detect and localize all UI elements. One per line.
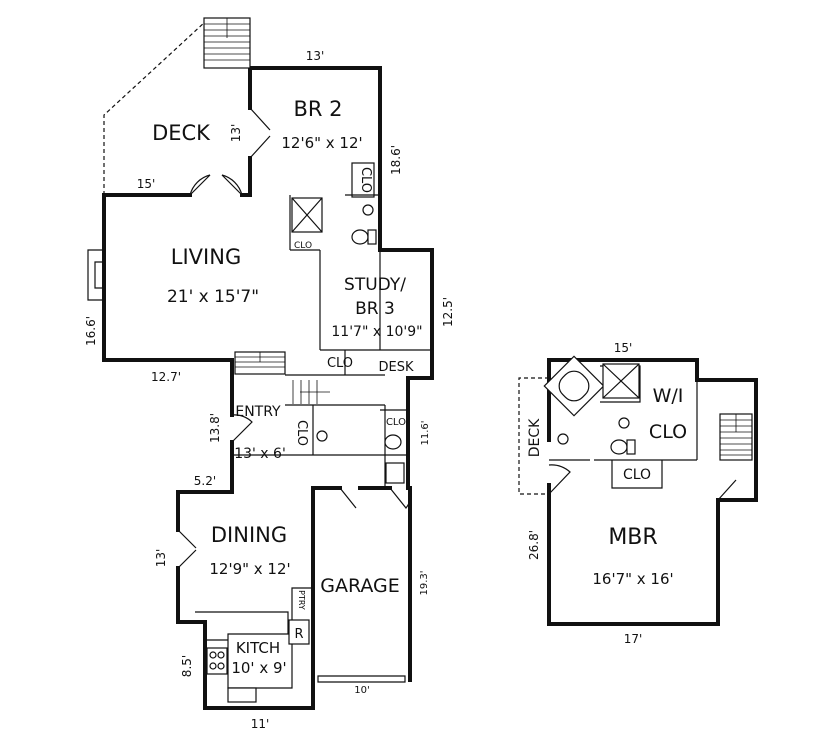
dim-bottom-11: 11' [251, 717, 270, 731]
entry-stair-treads [292, 380, 330, 404]
interior-partitions [232, 194, 432, 488]
dim-stair-11-6: 11.6' [420, 420, 431, 445]
mbr-deck-outline [518, 377, 549, 495]
dim-left-16-6: 16.6' [84, 316, 98, 346]
dim-entry-5-2: 5.2' [194, 474, 216, 488]
mbr-deck-door[interactable] [548, 464, 571, 495]
room-mbr-size: 16'7" x 16' [592, 570, 673, 588]
room-br2: BR 2 [293, 97, 342, 121]
bathtub [543, 355, 605, 417]
deck-outline [103, 21, 206, 195]
dim-garage-10: 10' [354, 685, 369, 696]
room-deck: DECK [152, 121, 211, 145]
main-floor: BR 2 12'6" x 12' DECK LIVING 21' x 15'7"… [84, 17, 455, 731]
master-suite: W/I CLO CLO DECK MBR 16'7" x 16' 15' 26.… [518, 341, 758, 646]
room-mbr: MBR [608, 525, 657, 550]
living-exterior-wall [102, 193, 252, 362]
living-closet-label: CLO [294, 241, 312, 251]
room-entry: ENTRY [235, 404, 281, 420]
mbr-closet-door[interactable] [717, 479, 737, 501]
stove [206, 647, 228, 675]
dim-mbr-top-15: 15' [614, 341, 633, 355]
mbr-closet-label: CLO [623, 467, 651, 483]
sink-entry [316, 430, 328, 442]
entry-left-wall [176, 358, 315, 710]
kitchen-counter [195, 587, 313, 689]
room-wi-clo-line1: W/I [653, 385, 684, 407]
entry-closet-label: CLO [294, 420, 309, 446]
dim-deck-15: 15' [137, 177, 156, 191]
room-wi-clo-line2: CLO [649, 421, 687, 443]
br2-closet-label: CLO [358, 167, 373, 193]
study-desk-label: DESK [378, 360, 413, 375]
main-right-wall [406, 373, 434, 490]
room-study-line1: STUDY/ [344, 275, 406, 295]
dim-garage-19-3: 19.3' [419, 570, 430, 595]
room-mbr-deck: DECK [527, 418, 543, 457]
mbr-walls [547, 358, 758, 626]
dim-right-18-6: 18.6' [389, 145, 403, 175]
room-dining-size: 12'9" x 12' [209, 560, 290, 578]
kitchen-sink [227, 687, 257, 703]
dim-dining-13: 13' [154, 549, 168, 568]
dim-top-13: 13' [306, 49, 325, 63]
fireplace [87, 249, 105, 301]
room-entry-size: 13' x 6' [234, 446, 286, 462]
pantry-label: PTRY [297, 590, 306, 610]
refrigerator-label: R [294, 627, 303, 642]
mbr-toilet [610, 439, 628, 455]
mbr-sink-2 [618, 417, 630, 429]
garage-door-line [317, 675, 406, 683]
sink-br2 [362, 204, 374, 216]
dim-mbr-side-26-8: 26.8' [527, 530, 541, 560]
dining-door[interactable] [177, 529, 197, 569]
room-kitchen: KITCH [236, 639, 280, 657]
study-closet-label: CLO [327, 356, 353, 371]
mbr-stair-treads [720, 414, 752, 456]
entry-door[interactable] [231, 414, 253, 443]
mbr-interior [549, 365, 698, 489]
dim-kitchen-8-5: 8.5' [180, 655, 194, 677]
shower-x [291, 197, 323, 233]
toilet-entry [384, 434, 402, 450]
toilet-tank-br2 [367, 229, 377, 245]
laundry-closet-label: CLO [386, 417, 406, 428]
room-kitchen-size: 10' x 9' [231, 659, 286, 677]
mbr-toilet-tank [626, 439, 636, 455]
dim-right-12-5: 12.5' [441, 297, 455, 327]
room-study-line2: BR 3 [355, 299, 395, 319]
garage-walls [311, 486, 412, 710]
living-stair-treads [235, 352, 285, 368]
dim-bottom-12-7: 12.7' [151, 370, 181, 384]
mbr-shower-x [602, 363, 640, 399]
room-dining: DINING [211, 523, 287, 547]
br2-deck-door[interactable] [249, 107, 271, 159]
refrigerator [288, 619, 310, 645]
mbr-sink-1 [557, 433, 569, 445]
room-living-size: 21' x 15'7" [167, 287, 259, 307]
br2-closet-box [351, 162, 375, 198]
washer [385, 462, 405, 484]
toilet-br2 [351, 229, 369, 245]
room-study-size: 11'7" x 10'9" [331, 324, 422, 340]
dim-entry-13-8: 13.8' [208, 413, 222, 443]
deck-stair-treads [204, 18, 250, 61]
dim-br2-side-13: 13' [229, 124, 243, 143]
room-br2-size: 12'6" x 12' [281, 134, 362, 152]
garage-doors[interactable] [339, 487, 412, 509]
room-garage: GARAGE [320, 575, 400, 597]
room-living: LIVING [171, 245, 241, 269]
deck-french-door[interactable] [189, 174, 243, 196]
dim-mbr-bottom-17: 17' [624, 632, 643, 646]
